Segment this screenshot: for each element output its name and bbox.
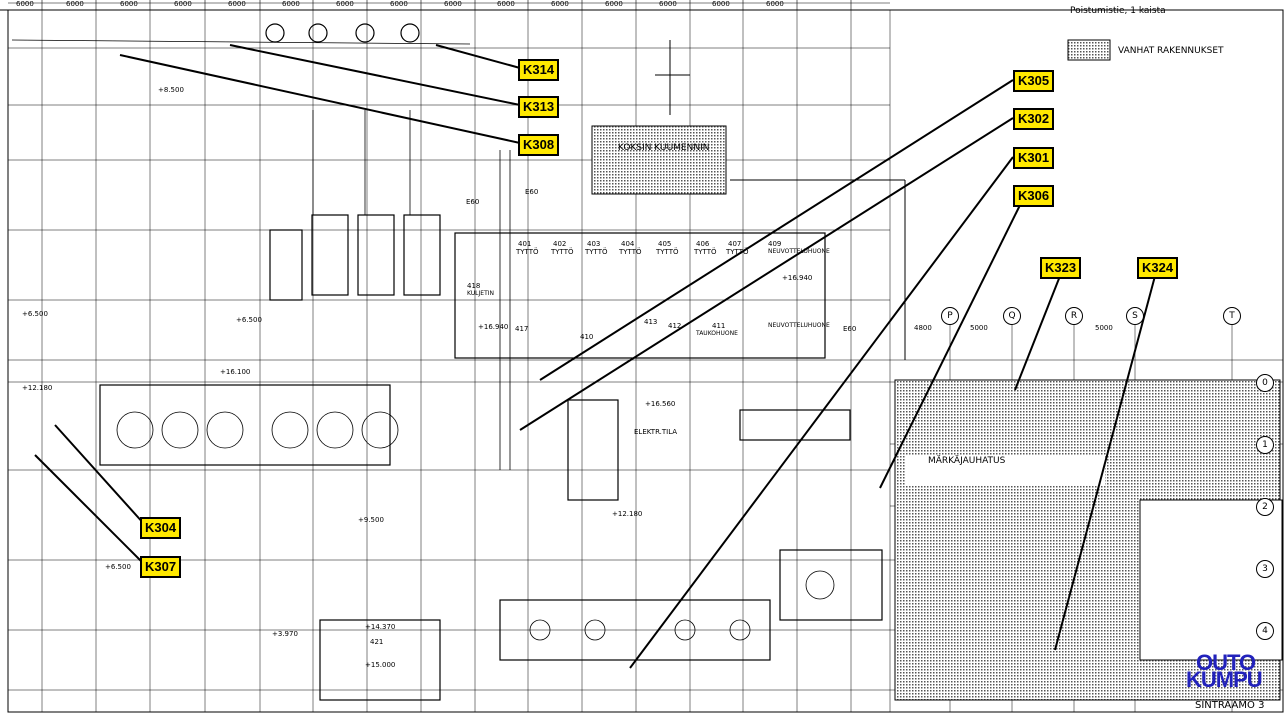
dim-top: 6000 [766, 0, 784, 8]
axis-row-4: 4 [1256, 622, 1274, 640]
koksin-label: KOKSIN KUUMENNIN [618, 143, 710, 153]
room-410: 410 [580, 333, 594, 341]
elevation: +6.500 [22, 310, 48, 318]
dim-top: 6000 [282, 0, 300, 8]
callout-K313[interactable]: K313 [518, 96, 560, 118]
callout-K323[interactable]: K323 [1040, 257, 1082, 279]
room-412: 412 [668, 322, 682, 330]
callout-K308[interactable]: K308 [518, 134, 560, 156]
dim-top: 6000 [605, 0, 623, 8]
axis-row-3: 3 [1256, 560, 1274, 578]
elevation: +12.180 [22, 384, 53, 392]
dim-top: 6000 [174, 0, 192, 8]
axis-col-Q: Q [1003, 307, 1021, 325]
axis-row-0: 0 [1256, 374, 1274, 392]
elevation: +16.560 [645, 400, 676, 408]
dim-axis: 5000 [970, 324, 988, 332]
elevation: +9.500 [358, 516, 384, 524]
dim-top: 6000 [66, 0, 84, 8]
room-name: TYTTÖ [551, 248, 574, 256]
axis-col-T: T [1223, 307, 1241, 325]
elevation: +8.500 [158, 86, 184, 94]
drawing-title: SINTRAAMO 3 [1195, 700, 1265, 711]
misc-label: E60 [525, 188, 539, 196]
callout-K307[interactable]: K307 [140, 556, 182, 578]
dim-axis: 5000 [1095, 324, 1113, 332]
outokumpu-logo-line2: KUMPU [1186, 667, 1263, 692]
room-name: TYTTÖ [619, 248, 642, 256]
room-411: 411 [712, 322, 726, 330]
room-402: 402 [553, 240, 567, 248]
elevation: +15.000 [365, 661, 396, 669]
callout-K314[interactable]: K314 [518, 59, 560, 81]
room-name: TYTTÖ [656, 248, 679, 256]
room-409: 409 [768, 240, 782, 248]
elevation: +6.500 [105, 563, 131, 571]
axis-col-S: S [1126, 307, 1144, 325]
misc-label: 421 [370, 638, 384, 646]
exit-note: Poistumistie, 1 kaista [1070, 6, 1166, 16]
callout-K305[interactable]: K305 [1013, 70, 1055, 92]
elevation: +14.370 [365, 623, 396, 631]
elevation: +3.970 [272, 630, 298, 638]
markajauhatus-label: MÄRKÄJAUHATUS [928, 456, 1006, 466]
room-407: 407 [728, 240, 742, 248]
axis-row-1: 1 [1256, 436, 1274, 454]
room-417: 417 [515, 325, 529, 333]
axis-col-P: P [941, 307, 959, 325]
elevation: +16.100 [220, 368, 251, 376]
dim-top: 6000 [336, 0, 354, 8]
dim-top: 6000 [390, 0, 408, 8]
room-name: TYTTÖ [516, 248, 539, 256]
room-405: 405 [658, 240, 672, 248]
legend-old-buildings: VANHAT RAKENNUKSET [1118, 46, 1224, 56]
dim-top: 6000 [551, 0, 569, 8]
callout-K301[interactable]: K301 [1013, 147, 1055, 169]
dim-top: 6000 [16, 0, 34, 8]
room-name: TAUKOHUONE [696, 330, 738, 337]
room-name: NEUVOTTELUHUONE [768, 248, 830, 255]
room-403: 403 [587, 240, 601, 248]
elevation: +16.940 [478, 323, 509, 331]
misc-label: E60 [843, 325, 857, 333]
callout-K304[interactable]: K304 [140, 517, 182, 539]
dim-top: 6000 [497, 0, 515, 8]
electrical-label: ELEKTR.TILA [634, 428, 678, 436]
room-418: 418 [467, 282, 481, 290]
dim-top: 6000 [712, 0, 730, 8]
room-name: NEUVOTTELUHUONE [768, 322, 830, 329]
room-406: 406 [696, 240, 710, 248]
callout-K324[interactable]: K324 [1137, 257, 1179, 279]
axis-col-R: R [1065, 307, 1083, 325]
room-name: TYTTÖ [694, 248, 717, 256]
elevation: +12.180 [612, 510, 643, 518]
axis-row-2: 2 [1256, 498, 1274, 516]
callout-K302[interactable]: K302 [1013, 108, 1055, 130]
dim-top: 6000 [444, 0, 462, 8]
room-name: TYTTÖ [726, 248, 749, 256]
elevation: +16.940 [782, 274, 813, 282]
callout-K306[interactable]: K306 [1013, 185, 1055, 207]
misc-label: E60 [466, 198, 480, 206]
dim-top: 6000 [659, 0, 677, 8]
room-name: TYTTÖ [585, 248, 608, 256]
outokumpu-logo-line1: OUTO [1196, 650, 1256, 675]
room-413: 413 [644, 318, 658, 326]
room-401: 401 [518, 240, 532, 248]
room-name: KULJETIN [467, 290, 494, 297]
dim-top: 6000 [228, 0, 246, 8]
dim-top: 6000 [120, 0, 138, 8]
dim-axis: 4800 [914, 324, 932, 332]
room-404: 404 [621, 240, 635, 248]
elevation: +6.500 [236, 316, 262, 324]
